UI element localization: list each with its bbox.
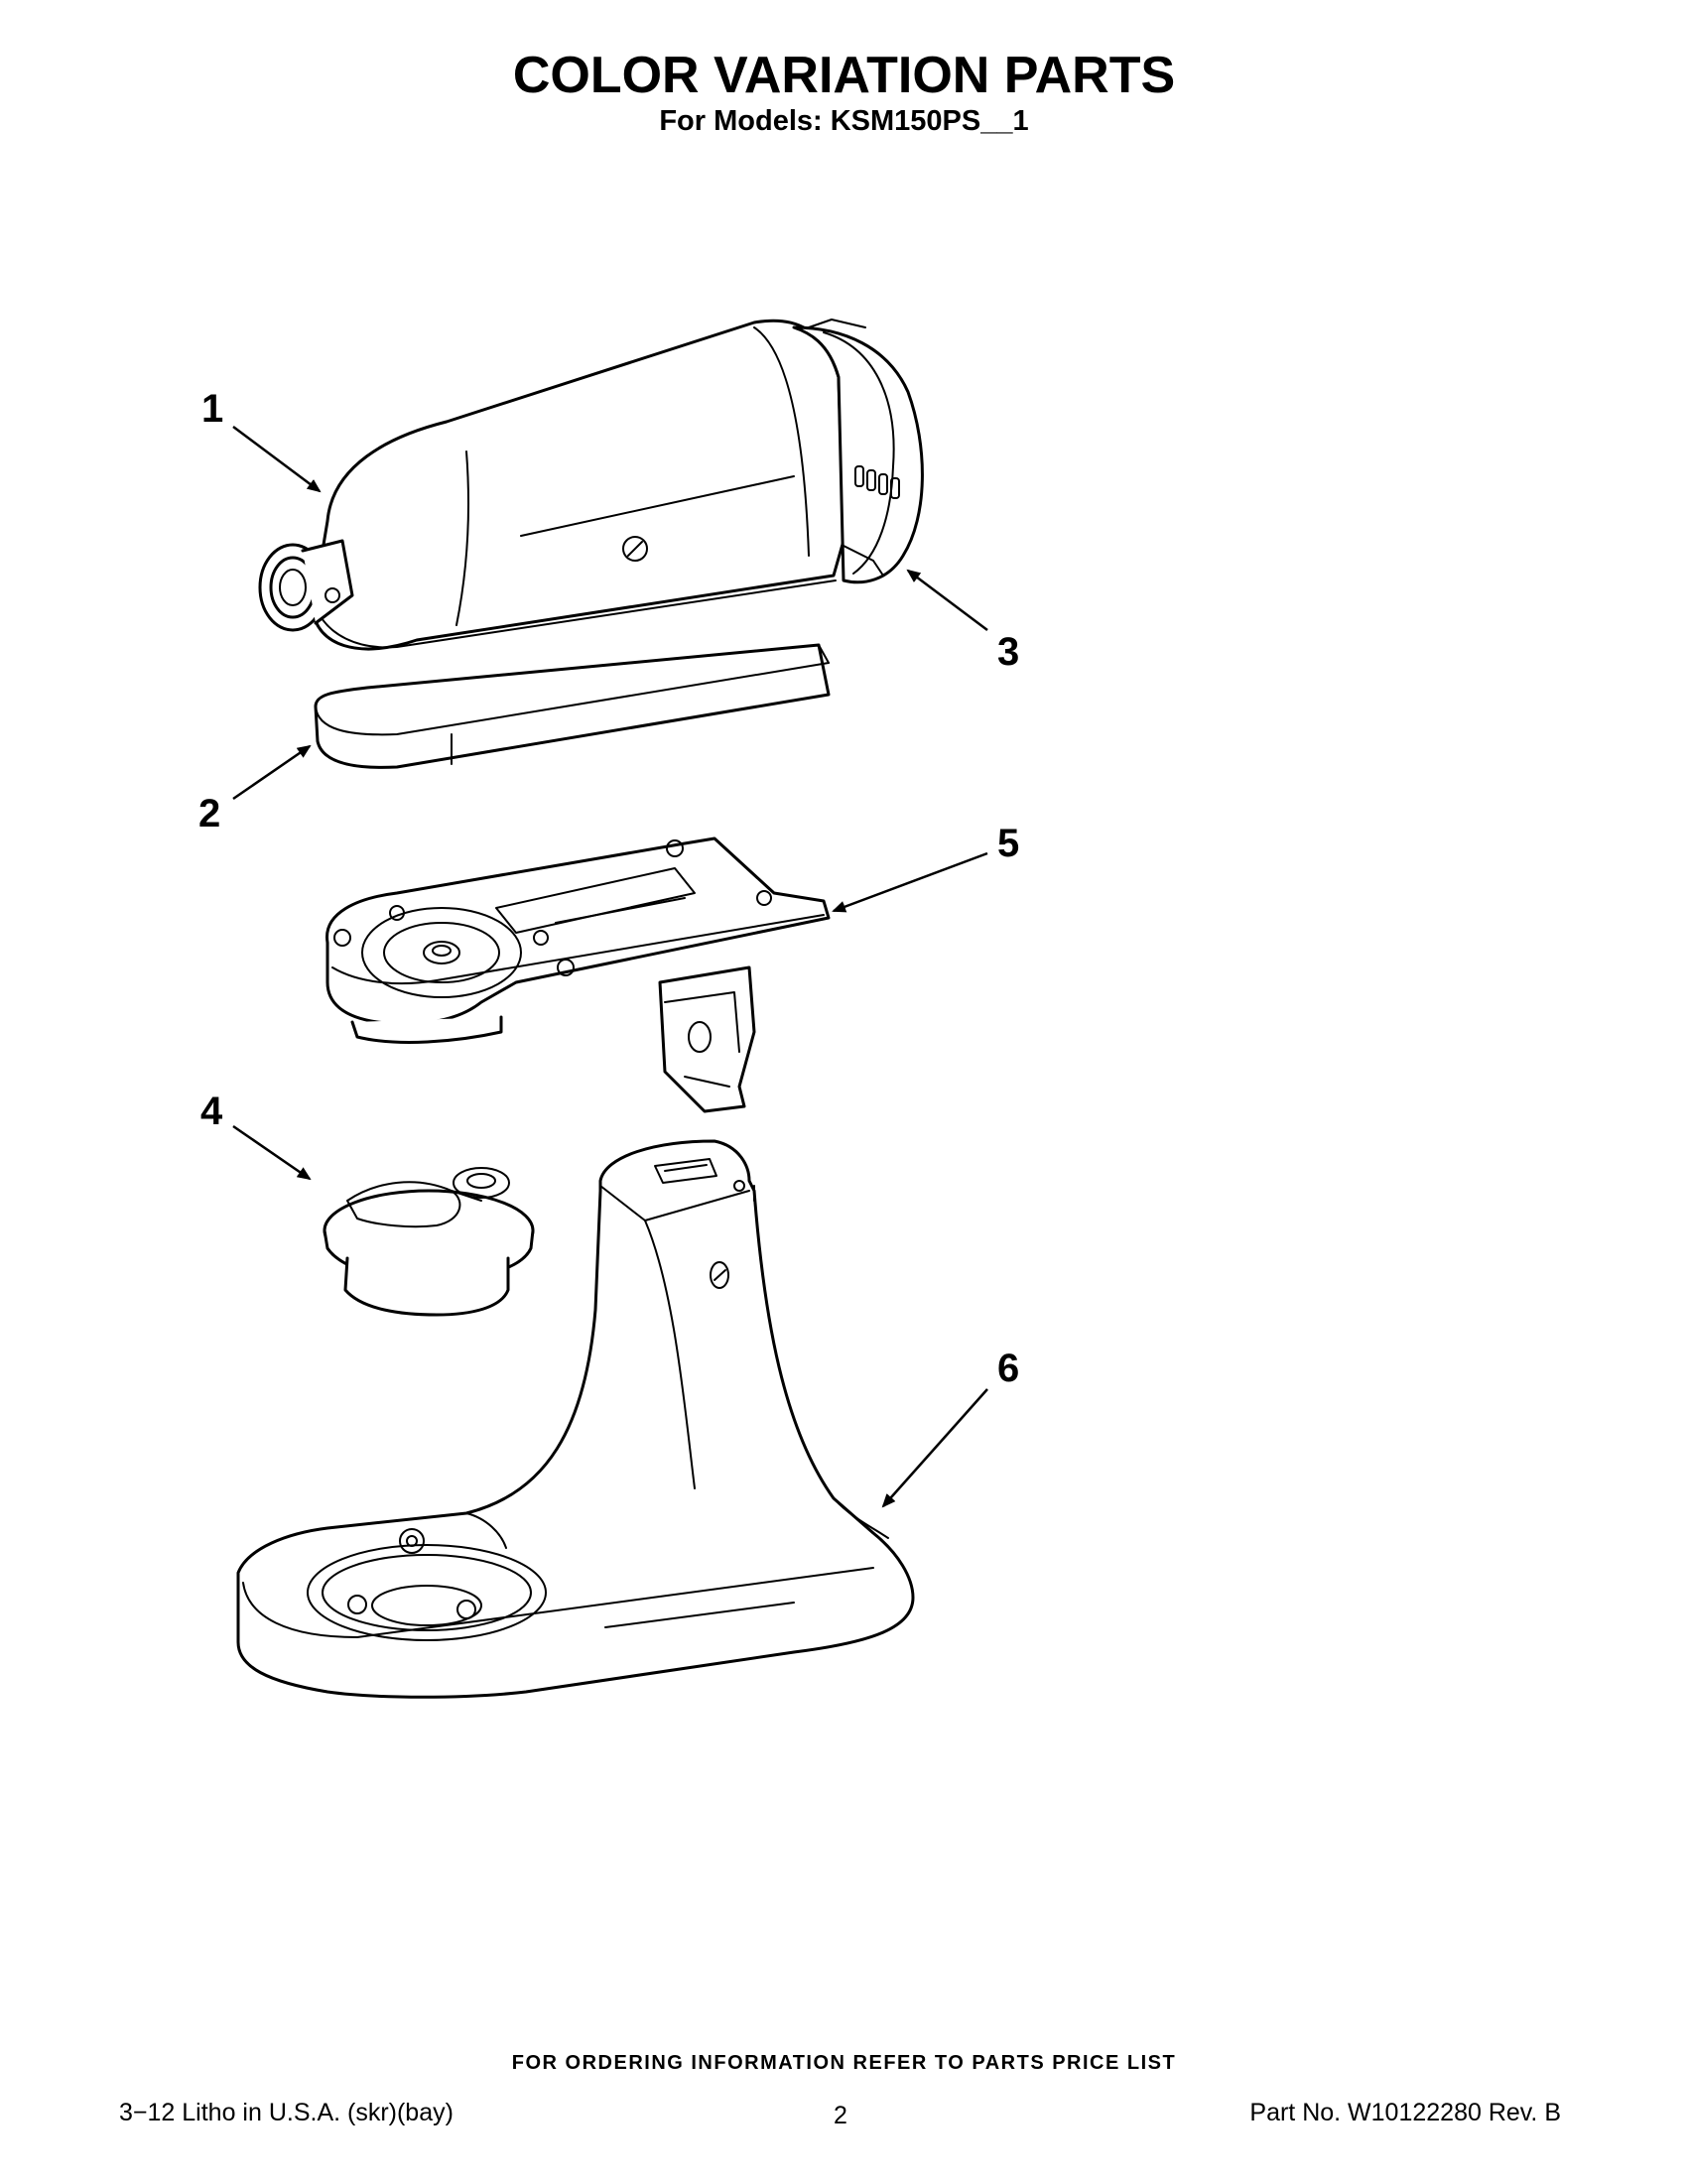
part-number: Part No. W10122280 Rev. B <box>1249 2099 1561 2126</box>
callout-4: 4 <box>200 1090 312 1181</box>
svg-text:4: 4 <box>200 1090 223 1133</box>
part-1-head-housing <box>258 319 924 651</box>
callout-6: 6 <box>881 1347 1019 1508</box>
svg-text:2: 2 <box>198 792 220 835</box>
callout-1: 1 <box>201 387 322 493</box>
svg-text:5: 5 <box>997 822 1019 865</box>
callout-5: 5 <box>832 822 1019 913</box>
svg-text:3: 3 <box>997 630 1019 674</box>
part-5-gear-frame <box>325 836 831 1113</box>
ordering-note: FOR ORDERING INFORMATION REFER TO PARTS … <box>511 2052 1177 2074</box>
svg-text:1: 1 <box>201 387 223 431</box>
callout-2: 2 <box>198 744 312 835</box>
part-4-drive-plate <box>323 1167 535 1317</box>
svg-text:6: 6 <box>997 1347 1019 1390</box>
part-6-stand-base <box>236 1139 915 1699</box>
model-subtitle: For Models: KSM150PS__1 <box>659 105 1029 137</box>
callout-3: 3 <box>906 569 1019 674</box>
page-title: COLOR VARIATION PARTS <box>512 47 1176 104</box>
litho-info: 3−12 Litho in U.S.A. (skr)(bay) <box>119 2099 454 2126</box>
part-2-trim-band <box>314 643 831 769</box>
page-number: 2 <box>834 2102 847 2129</box>
